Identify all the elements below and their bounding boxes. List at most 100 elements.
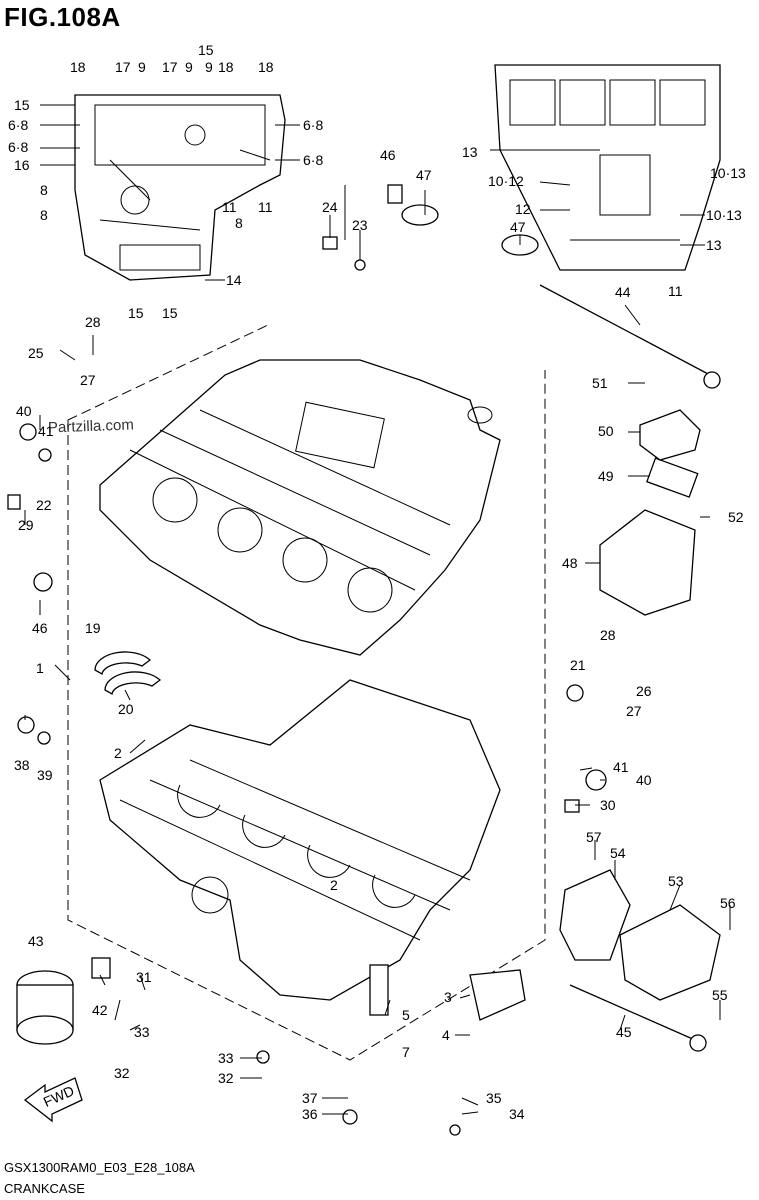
fwd-arrow-icon: FWD	[23, 1077, 83, 1123]
callout-label: 27	[626, 703, 642, 719]
callout-label: 48	[562, 555, 578, 571]
callout-label: 54	[610, 845, 626, 861]
callout-label: 19	[85, 620, 101, 636]
upper-crankcase-detail	[74, 94, 286, 281]
callout-label: 46	[380, 147, 396, 163]
section-name: CRANKCASE	[4, 1181, 85, 1196]
callout-label: 18	[218, 59, 234, 75]
callout-label: 52	[728, 509, 744, 525]
callout-label: 15	[128, 305, 144, 321]
callout-label: 32	[114, 1065, 130, 1081]
figure-title: FIG.108A	[4, 2, 121, 32]
callout-label: 40	[636, 772, 652, 788]
callout-label: 10·13	[706, 207, 742, 223]
callout-label: 9	[185, 59, 193, 75]
callout-labels: 18 17 9 17 9 15 9 18 18 15 6·8 6·8 16 8 …	[8, 42, 746, 1122]
callout-label: 30	[600, 797, 616, 813]
lower-crankcase-detail	[494, 64, 721, 271]
callout-label: 44	[615, 284, 631, 300]
callout-label: 15	[14, 97, 30, 113]
callout-label: 37	[302, 1090, 318, 1106]
callout-label: 13	[706, 237, 722, 253]
callout-label: 12	[515, 201, 531, 217]
callout-label: 46	[32, 620, 48, 636]
callout-label: 27	[80, 372, 96, 388]
callout-label: 9	[205, 59, 213, 75]
assembly-frame	[67, 324, 546, 1061]
upper-crankcase-main	[99, 359, 501, 656]
crank-bearing-shells	[94, 651, 162, 696]
callout-label: 49	[598, 468, 614, 484]
callout-label: 5	[402, 1007, 410, 1023]
callout-label: 29	[18, 517, 34, 533]
callout-label: 2	[114, 745, 122, 761]
callout-label: 15	[162, 305, 178, 321]
callout-label: 31	[136, 969, 152, 985]
callout-label: 14	[226, 272, 242, 288]
callout-label: 6·8	[8, 139, 28, 155]
callout-label: 56	[720, 895, 736, 911]
callout-label: 35	[486, 1090, 502, 1106]
callout-label: 47	[416, 167, 432, 183]
callout-label: 3	[444, 989, 452, 1005]
callout-label: 57	[586, 829, 602, 845]
callout-label: 4	[442, 1027, 450, 1043]
callout-label: 50	[598, 423, 614, 439]
callout-label: 6·8	[303, 117, 323, 133]
callout-label: 6·8	[303, 152, 323, 168]
callout-label: 55	[712, 987, 728, 1003]
callout-label: 11	[258, 199, 273, 215]
callout-label: 6·8	[8, 117, 28, 133]
callout-label: 11	[668, 283, 683, 299]
callout-label: 21	[570, 657, 586, 673]
callout-label: 51	[592, 375, 608, 391]
oil-filter	[16, 970, 74, 1045]
lower-crankcase-main	[99, 679, 501, 1001]
callout-label: 26	[636, 683, 652, 699]
oil-pan-cover	[599, 409, 701, 616]
callout-label: 25	[28, 345, 44, 361]
callout-label: 16	[14, 157, 30, 173]
long-bolts	[539, 284, 721, 1052]
callout-label: 18	[258, 59, 274, 75]
callout-label: 33	[218, 1050, 234, 1066]
callout-label: 42	[92, 1002, 108, 1018]
callout-label: 28	[600, 627, 616, 643]
water-pump-assembly	[559, 869, 721, 1001]
callout-label: 33	[134, 1024, 150, 1040]
callout-label: 18	[70, 59, 86, 75]
callout-label: 36	[302, 1106, 318, 1122]
model-code: GSX1300RAM0_E03_E28_108A	[4, 1160, 195, 1175]
callout-label: 11	[222, 199, 237, 215]
small-fasteners	[7, 184, 607, 1136]
callout-label: 13	[462, 144, 478, 160]
callout-label: 17	[115, 59, 131, 75]
callout-label: 43	[28, 933, 44, 949]
callout-label: 41	[38, 423, 54, 439]
callout-label: 47	[510, 219, 526, 235]
callout-label: 41	[613, 759, 629, 775]
callout-label: 2	[330, 877, 338, 893]
callout-label: 28	[85, 314, 101, 330]
callout-label: 40	[16, 403, 32, 419]
callout-label: 15	[198, 42, 214, 58]
callout-label: 20	[118, 701, 134, 717]
callout-label: 53	[668, 873, 684, 889]
callout-label: 9	[138, 59, 146, 75]
callout-label: 32	[218, 1070, 234, 1086]
callout-label: 1	[36, 660, 44, 676]
callout-label: 8	[40, 207, 48, 223]
callout-label: 7	[402, 1044, 410, 1060]
callout-label: 39	[37, 767, 53, 783]
callout-label: 22	[36, 497, 52, 513]
callout-label: 8	[40, 182, 48, 198]
callout-label: 38	[14, 757, 30, 773]
callout-label: 45	[616, 1024, 632, 1040]
callout-label: 17	[162, 59, 178, 75]
callout-label: 23	[352, 217, 368, 233]
callout-label: 10·12	[488, 173, 524, 189]
callout-label: 34	[509, 1106, 525, 1122]
callout-label: 8	[235, 215, 243, 231]
callout-label: 24	[322, 199, 338, 215]
